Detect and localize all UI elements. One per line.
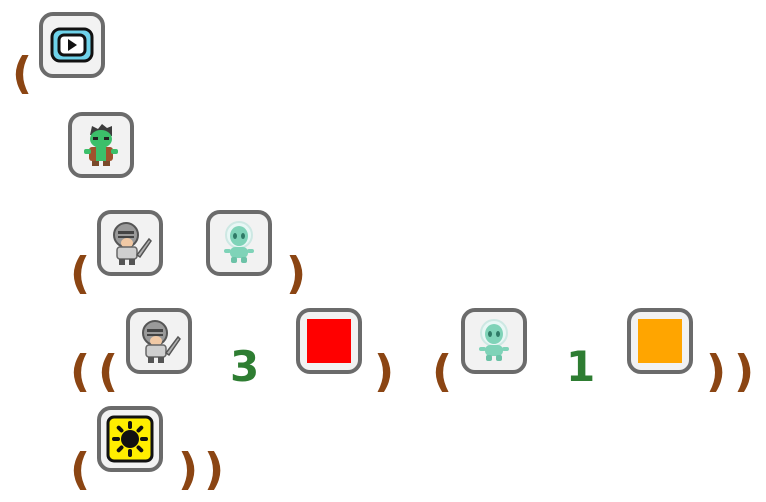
repeat-count: 3	[230, 342, 260, 391]
play-block[interactable]	[39, 12, 105, 78]
knight-block[interactable]	[97, 210, 163, 276]
zombie-icon	[84, 124, 118, 166]
alien-block[interactable]	[206, 210, 272, 276]
knight-icon	[113, 222, 152, 265]
open-paren: (	[98, 346, 119, 397]
close-paren: )	[734, 346, 755, 397]
sun-block[interactable]	[97, 406, 163, 472]
close-paren: )	[374, 346, 395, 397]
zombie-block[interactable]	[68, 112, 134, 178]
orange-color-block[interactable]	[627, 308, 693, 374]
knight-block[interactable]	[126, 308, 192, 374]
open-paren: (	[70, 248, 91, 299]
red-color-block[interactable]	[296, 308, 362, 374]
knight-icon	[142, 320, 181, 363]
color-swatch-icon	[638, 319, 682, 363]
close-paren: )	[204, 444, 225, 495]
color-swatch-icon	[307, 319, 351, 363]
sun-icon	[106, 415, 154, 463]
close-paren: )	[286, 248, 307, 299]
close-paren: )	[706, 346, 727, 397]
close-paren: )	[178, 444, 199, 495]
alien-icon	[224, 221, 254, 263]
play-icon	[50, 27, 94, 63]
alien-icon	[479, 319, 509, 361]
alien-block[interactable]	[461, 308, 527, 374]
open-paren: (	[70, 444, 91, 495]
open-paren: (	[70, 346, 91, 397]
repeat-count: 1	[566, 342, 596, 391]
open-paren: (	[12, 48, 33, 99]
open-paren: (	[432, 346, 453, 397]
